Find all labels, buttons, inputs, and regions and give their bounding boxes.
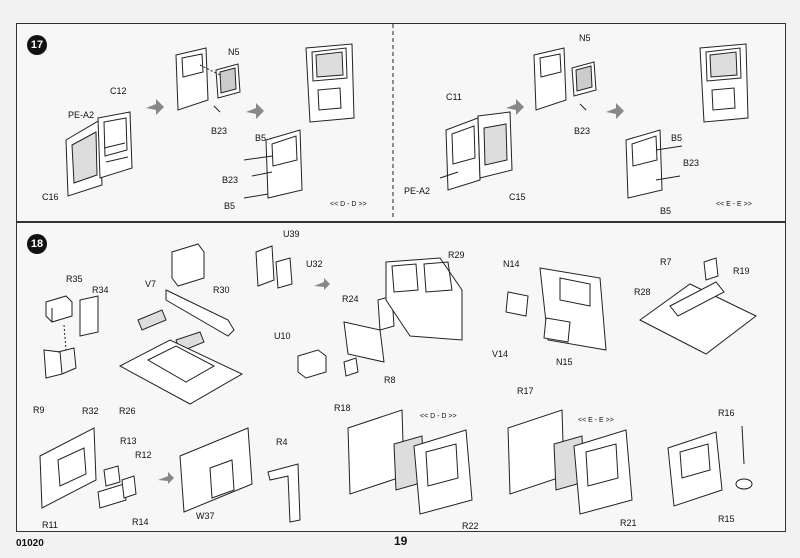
label-r13: R13 xyxy=(120,436,137,446)
label-b23: B23 xyxy=(211,126,228,136)
label-n14: N14 xyxy=(503,259,520,269)
label-r16: R16 xyxy=(718,408,735,418)
label-r12: R12 xyxy=(135,450,152,460)
label-b23: B23 xyxy=(222,175,239,185)
label-pe-a2: PE-A2 xyxy=(68,110,95,120)
step-18-marker: 18 xyxy=(27,234,47,254)
label-r24: R24 xyxy=(342,294,359,304)
label-r17: R17 xyxy=(517,386,534,396)
label-r22: R22 xyxy=(462,521,479,531)
step-17-marker: 17 xyxy=(27,35,47,55)
label-u10: U10 xyxy=(274,331,291,341)
label-b5: B5 xyxy=(255,133,267,143)
label-r19: R19 xyxy=(733,266,750,276)
label-b23: B23 xyxy=(683,158,700,168)
label-r28: R28 xyxy=(634,287,651,297)
label-b5: B5 xyxy=(671,133,683,143)
label-r15: R15 xyxy=(718,514,735,524)
label-pe-a2: PE-A2 xyxy=(404,186,431,196)
label-w37: W37 xyxy=(196,511,215,521)
label-r35: R35 xyxy=(66,274,83,284)
label-u39: U39 xyxy=(283,229,300,239)
product-code: 01020 xyxy=(16,538,44,549)
label-b5: B5 xyxy=(660,206,672,216)
label-v14: V14 xyxy=(492,349,509,359)
view-label: << E - E >> xyxy=(716,201,752,208)
label-r18: R18 xyxy=(334,403,351,413)
page-number: 19 xyxy=(394,534,408,548)
label-n5: N5 xyxy=(579,33,591,43)
view-label: << E - E >> xyxy=(578,417,614,424)
label-b23: B23 xyxy=(574,126,591,136)
label-r32: R32 xyxy=(82,406,99,416)
label-r29: R29 xyxy=(448,250,465,260)
label-r30: R30 xyxy=(213,285,230,295)
label-c12: C12 xyxy=(110,86,127,96)
label-n5: N5 xyxy=(228,47,240,57)
view-label: << D - D >> xyxy=(420,413,457,420)
label-u32: U32 xyxy=(306,259,323,269)
label-r26: R26 xyxy=(119,406,136,416)
label-r11: R11 xyxy=(42,520,58,530)
label-r4: R4 xyxy=(276,437,288,447)
label-r7: R7 xyxy=(660,257,672,267)
label-r21: R21 xyxy=(620,518,637,528)
label-n15: N15 xyxy=(556,357,573,367)
label-r8: R8 xyxy=(384,375,396,385)
label-b5: B5 xyxy=(224,201,236,211)
label-c11: C11 xyxy=(446,92,462,102)
view-label: << D - D >> xyxy=(330,201,367,208)
label-r34: R34 xyxy=(92,285,109,295)
label-c15: C15 xyxy=(509,192,526,202)
label-c16: C16 xyxy=(42,192,59,202)
label-v7: V7 xyxy=(145,279,157,289)
label-r14: R14 xyxy=(132,517,149,527)
label-r9: R9 xyxy=(33,405,45,415)
